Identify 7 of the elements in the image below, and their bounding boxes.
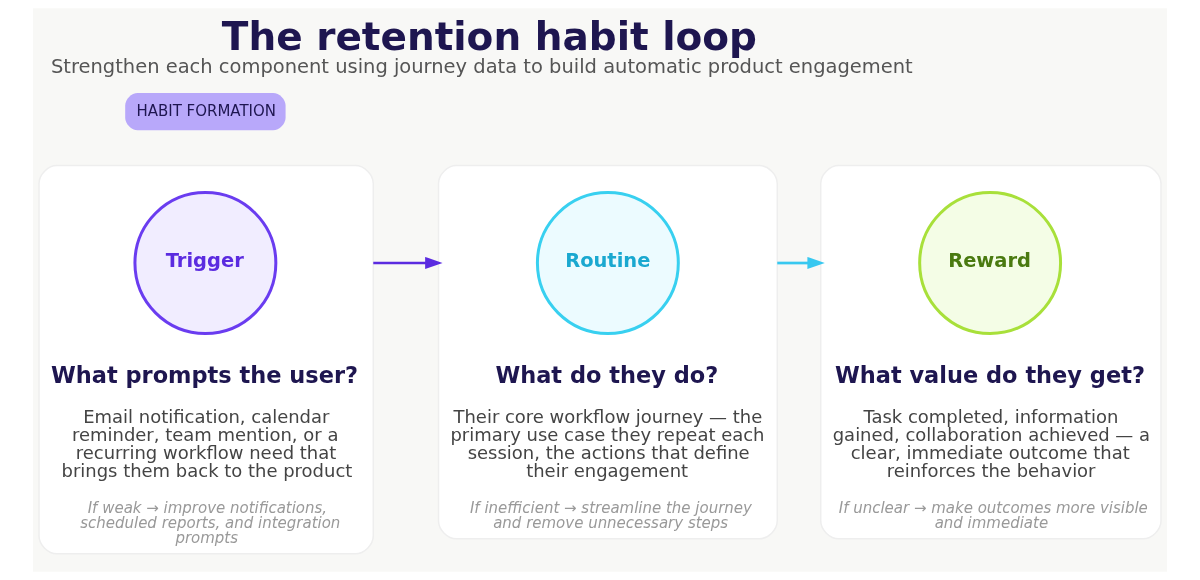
node-circle: Reward (918, 191, 1063, 335)
label: HABIT FORMATION (136, 102, 276, 121)
node-circle: Routine (535, 191, 680, 335)
arrow (777, 256, 825, 270)
arrow (373, 256, 443, 270)
diagram-title: The retention habit loop (221, 13, 757, 59)
node-circle: Trigger (133, 191, 278, 335)
